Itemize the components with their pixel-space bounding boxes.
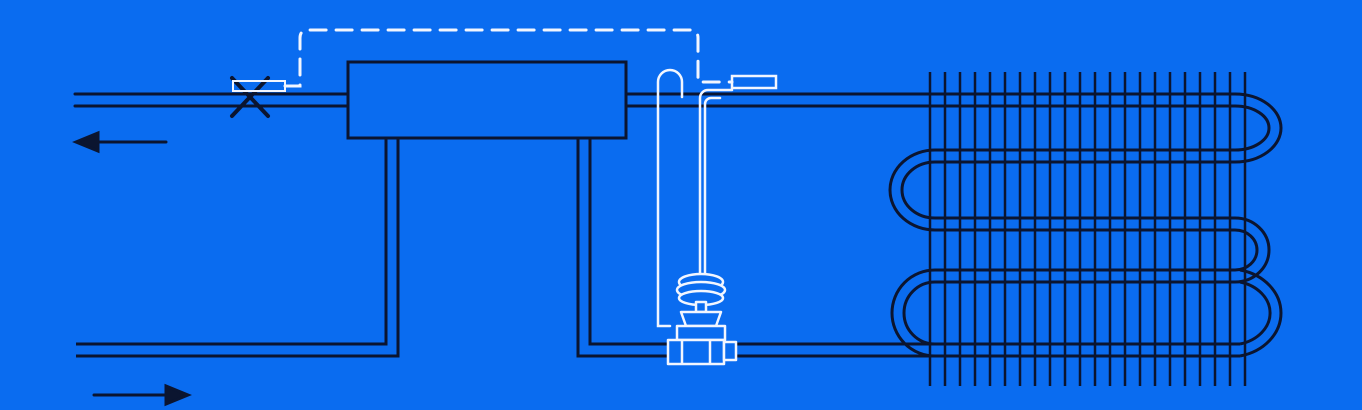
evaporator-coil — [888, 92, 1283, 358]
coil-fins — [928, 72, 1247, 386]
expansion-valve-control-lines — [656, 68, 734, 328]
heat-exchanger — [346, 60, 628, 140]
thermostatic-expansion-valve-icon — [666, 272, 738, 366]
sensing-bulb-icon — [730, 74, 778, 90]
shutoff-valve — [230, 76, 286, 118]
arrow-left-icon — [72, 130, 168, 154]
dashed-sensing-line — [283, 28, 734, 88]
arrow-right-icon — [92, 383, 192, 407]
x-valve-icon — [230, 76, 270, 118]
